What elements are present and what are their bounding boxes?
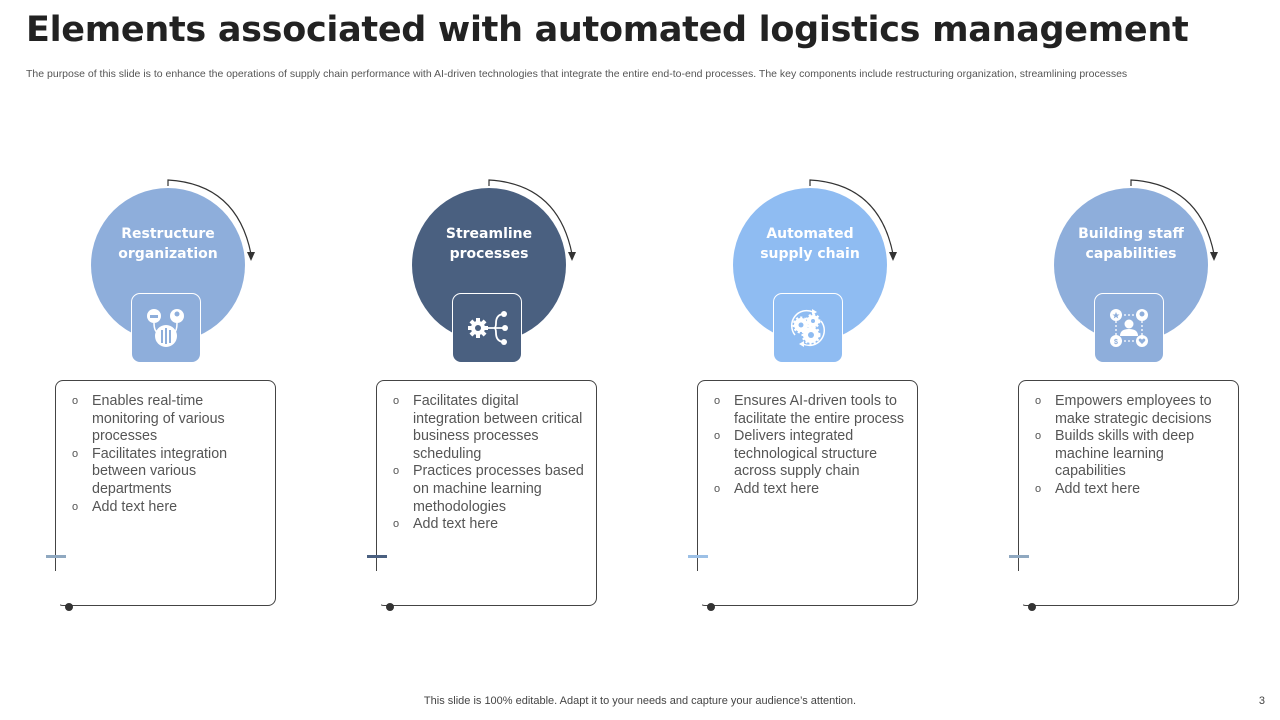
staff-skills-icon: $ [1110,309,1148,347]
label-line-1: Streamline [445,226,533,242]
connector-dot [386,603,394,611]
arc-arrow-icon [488,179,576,261]
connector-dot [1028,603,1036,611]
icon-box: $ [1094,293,1164,363]
icon-box [452,293,522,363]
circle-label: Streamline processes [398,224,580,264]
icon-box [773,293,843,363]
page-number: 3 [1258,695,1265,707]
arc-arrow-icon [167,179,255,261]
tick-marker [46,555,66,558]
tick-marker [367,555,387,558]
label-line-2: organization [118,246,218,262]
label-line-1: Building staff [1078,226,1184,242]
label-line-2: capabilities [1085,246,1177,262]
tick-marker [1009,555,1029,558]
circle-label: Restructure organization [77,224,259,264]
tick-marker [688,555,708,558]
arc-arrow-icon [1130,179,1218,261]
label-line-1: Automated [766,226,854,242]
connector-dot [707,603,715,611]
label-line-2: processes [449,246,529,262]
slide-subtitle: The purpose of this slide is to enhance … [26,68,1128,80]
connector-dot [65,603,73,611]
label-line-1: Restructure [121,226,215,242]
icon-box [131,293,201,363]
slide-footer: This slide is 100% editable. Adapt it to… [423,695,857,707]
circle-label: Building staff capabilities [1040,224,1222,264]
label-line-2: supply chain [760,246,860,262]
gears-cycle-icon [790,309,826,347]
slide-title: Elements associated with automated logis… [26,10,1189,50]
arc-arrow-icon [809,179,897,261]
svg-text:$: $ [1114,339,1118,346]
organization-icon [147,309,184,347]
gear-network-icon [468,311,508,345]
circle-label: Automated supply chain [719,224,901,264]
